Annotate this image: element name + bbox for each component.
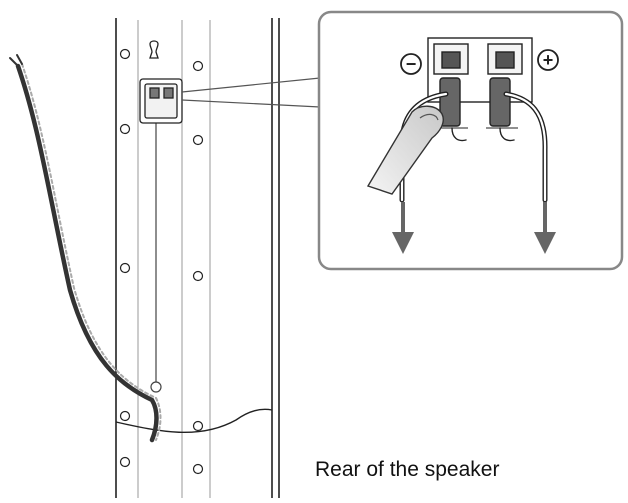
terminal-block — [427, 37, 533, 129]
down-arrow-icon — [392, 202, 414, 254]
terminal-callout: − + — [317, 10, 624, 271]
positive-terminal-icon: + — [537, 49, 559, 71]
caption-rear-of-speaker: Rear of the speaker — [315, 458, 500, 481]
negative-terminal-label: − — [406, 54, 417, 74]
mounting-rail — [150, 122, 162, 393]
keyhole-icon — [149, 40, 159, 59]
speaker-terminal — [139, 78, 183, 124]
negative-terminal-icon: − — [400, 53, 422, 75]
positive-terminal-label: + — [543, 50, 554, 70]
down-arrow-icon — [534, 202, 556, 254]
screw-holes — [119, 48, 204, 475]
callout-leader — [181, 77, 321, 108]
finger-icon — [366, 105, 444, 195]
speaker-cable — [9, 54, 162, 443]
